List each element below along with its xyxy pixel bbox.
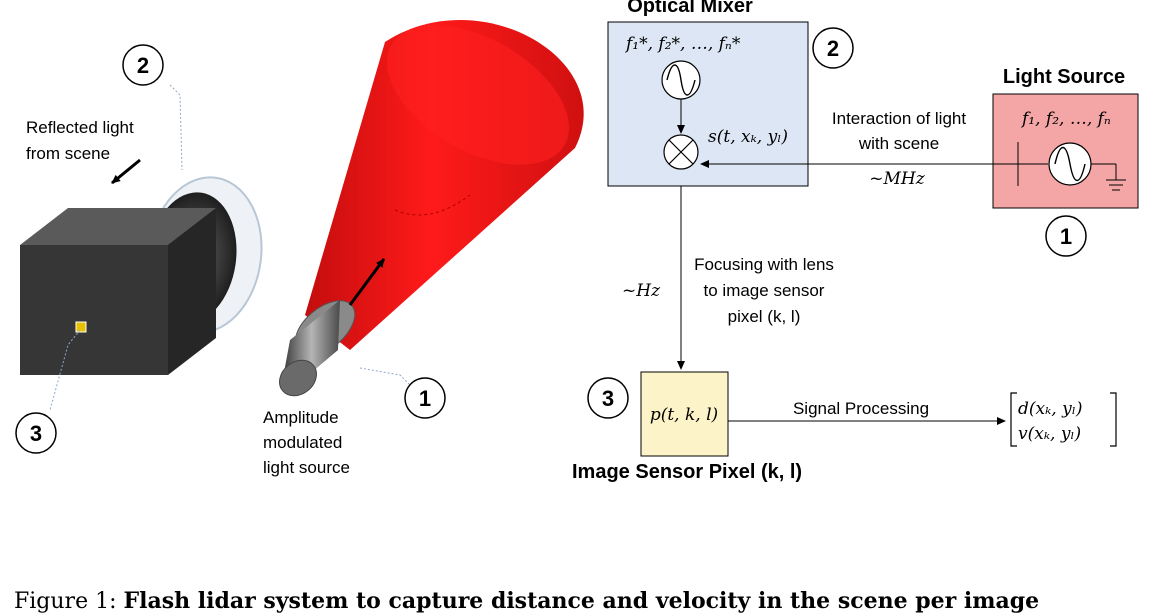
marker-2-right: 2 — [812, 27, 854, 69]
light-label-2: modulated — [263, 433, 342, 452]
svg-text:1: 1 — [1060, 224, 1072, 249]
multiplier-icon — [663, 134, 699, 170]
focus-label-3: pixel (k, l) — [728, 307, 801, 326]
mixer-oscillator-icon — [661, 60, 701, 100]
svg-text:1: 1 — [419, 386, 431, 411]
mixer-signal: s(t, xₖ, yₗ) — [708, 127, 788, 147]
svg-text:3: 3 — [602, 386, 614, 411]
reflected-label-2: from scene — [26, 144, 110, 163]
output-velocity: v(xₖ, yₗ) — [1018, 424, 1081, 444]
figure-caption: Figure 1: Flash lidar system to capture … — [14, 588, 1039, 614]
light-label-1: Amplitude — [263, 408, 339, 427]
reflected-label-1: Reflected light — [26, 118, 134, 137]
optical-mixer-title: Optical Mixer — [627, 0, 753, 17]
svg-text:2: 2 — [137, 53, 149, 78]
pixel-box — [640, 371, 729, 457]
sensor-title: Image Sensor Pixel (k, l) — [572, 461, 802, 483]
camera-body-side — [168, 208, 216, 375]
hz-label: ~Hz — [622, 281, 661, 301]
pixel-signal: p(t, k, l) — [650, 405, 718, 425]
caption-prefix: Figure 1: — [14, 589, 124, 614]
marker-3-left: 3 — [15, 412, 57, 454]
leader-2 — [169, 84, 183, 171]
mhz-label: ~MHz — [869, 169, 925, 189]
mixer-frequencies: f₁*, f₂*, …, fₙ* — [624, 34, 741, 54]
sensor-pixel — [75, 321, 87, 333]
light-label-3: light source — [263, 458, 350, 477]
source-frequencies: f₁, f₂, …, fₙ — [1020, 109, 1111, 129]
optical-mixer-box — [607, 21, 809, 187]
leader-3 — [49, 329, 81, 411]
caption-bold: Flash lidar system to capture distance a… — [123, 588, 1040, 614]
output-distance: d(xₖ, yₗ) — [1018, 399, 1082, 419]
interaction-label-1: Interaction of light — [832, 109, 966, 128]
light-source-emitter — [279, 300, 356, 397]
svg-text:3: 3 — [30, 421, 42, 446]
marker-3-right: 3 — [587, 377, 629, 419]
marker-1-right: 1 — [1045, 215, 1087, 257]
signal-processing-label: Signal Processing — [793, 399, 929, 418]
focus-label-1: Focusing with lens — [694, 255, 834, 274]
leader-1 — [359, 367, 411, 386]
marker-2-left: 2 — [122, 44, 164, 86]
output-vector: d(xₖ, yₗ) v(xₖ, yₗ) — [1010, 392, 1117, 447]
svg-text:2: 2 — [827, 36, 839, 61]
light-beam — [305, 20, 584, 350]
camera-body-top — [20, 208, 216, 245]
focus-label-2: to image sensor — [704, 281, 825, 300]
interaction-label-2: with scene — [858, 134, 939, 153]
emitted-light-arrow — [348, 258, 386, 306]
reflected-light-arrow — [111, 158, 141, 185]
camera-body-front — [20, 245, 168, 375]
camera — [20, 176, 263, 375]
light-source-title: Light Source — [1003, 66, 1125, 88]
marker-1-left: 1 — [404, 377, 446, 419]
